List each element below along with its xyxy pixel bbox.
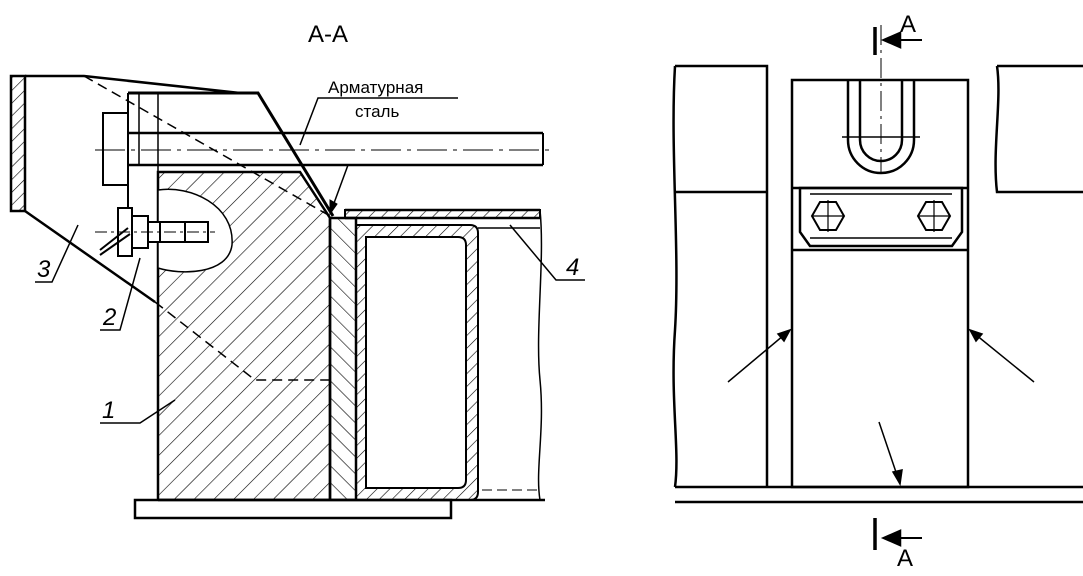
callout-4-leader: [509, 224, 585, 281]
callout-3-leader: [35, 224, 79, 283]
right-beam: [994, 64, 1083, 194]
section-view-aa: А-А: [9, 21, 585, 520]
section-mark-top: А: [873, 11, 922, 55]
weld-arrows: [727, 328, 1035, 487]
note-line-1: Арматурная: [328, 78, 423, 97]
section-mark-bottom: А: [873, 518, 922, 572]
vertical-plate: [328, 216, 358, 502]
note-line-2: сталь: [355, 102, 399, 121]
u-slot-outer: [846, 80, 916, 175]
clamp-top-frame: [128, 91, 335, 217]
callout-1-leader: [100, 399, 176, 424]
profile-break-line: [537, 209, 543, 501]
callout-2-leader: [100, 257, 141, 331]
left-beam: [672, 64, 769, 488]
section-mark-bottom-label: А: [897, 545, 913, 571]
hex-bolt-right: [916, 200, 952, 232]
bolt-assembly: [95, 207, 215, 257]
section-mark-top-label: А: [900, 11, 916, 38]
profile-top-flange: [344, 209, 541, 219]
profile-inner: [365, 236, 467, 489]
bolt-washer: [99, 227, 131, 256]
callout-2: 2: [102, 304, 116, 331]
hex-bolt-left: [810, 200, 846, 232]
callout-4: 4: [566, 254, 579, 281]
callout-1: 1: [102, 397, 115, 424]
weld-arrow-head: [329, 199, 338, 216]
base-plate: [133, 498, 453, 520]
front-view: А А: [672, 11, 1083, 572]
clamp-bar: [798, 186, 964, 248]
clamp-block: [102, 112, 129, 186]
note-leader: [299, 97, 458, 146]
section-title: А-А: [308, 21, 348, 48]
clamp-plate-hatched: [9, 74, 27, 213]
callout-3: 3: [37, 256, 51, 283]
